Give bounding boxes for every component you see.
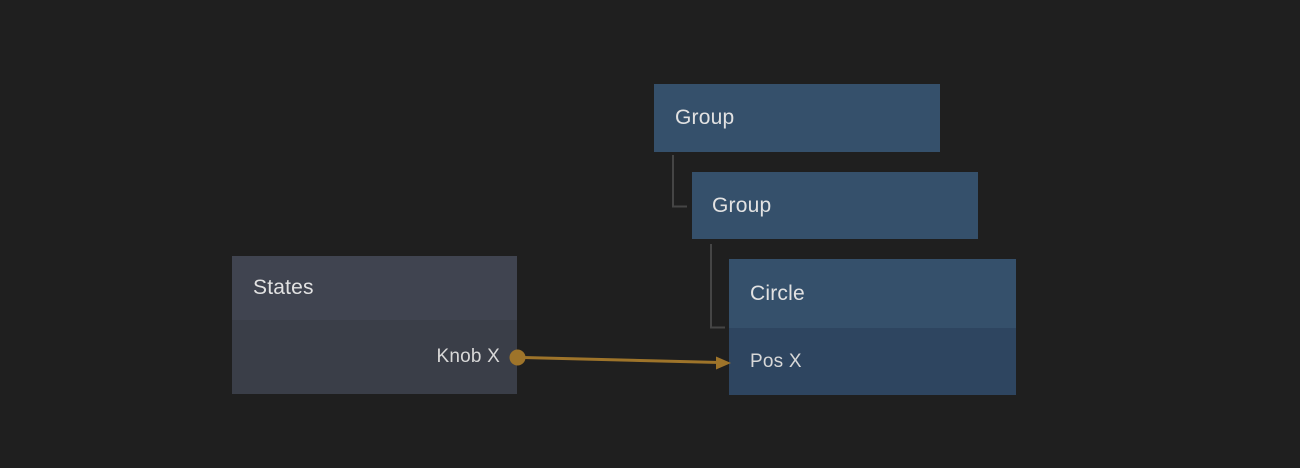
- node-title-bar: Group: [654, 84, 940, 152]
- input-port-pos-x[interactable]: Pos X: [729, 328, 1016, 395]
- node-property-area: Pos X: [729, 328, 1016, 395]
- node-title: Group: [712, 193, 772, 217]
- node-group-2[interactable]: Group: [692, 172, 978, 239]
- connection-wire-knobx-posx[interactable]: [522, 356, 721, 364]
- input-port-label: Pos X: [750, 350, 802, 372]
- output-port-knob-x[interactable]: Knob X: [232, 320, 517, 394]
- node-title: Group: [675, 106, 735, 129]
- node-title: Circle: [750, 281, 805, 305]
- node-group-1[interactable]: Group: [654, 84, 940, 152]
- node-title-bar: States: [232, 256, 517, 320]
- node-circle[interactable]: Circle Pos X: [729, 259, 1016, 395]
- node-title-bar: Group: [692, 172, 978, 239]
- node-property-area: Knob X: [232, 320, 517, 394]
- hierarchy-connector-group1-group2: [672, 155, 687, 208]
- hierarchy-connector-group2-circle: [710, 244, 725, 329]
- output-port-label: Knob X: [436, 346, 500, 367]
- node-title: States: [253, 276, 314, 299]
- node-title-bar: Circle: [729, 259, 1016, 328]
- node-states[interactable]: States Knob X: [232, 256, 517, 394]
